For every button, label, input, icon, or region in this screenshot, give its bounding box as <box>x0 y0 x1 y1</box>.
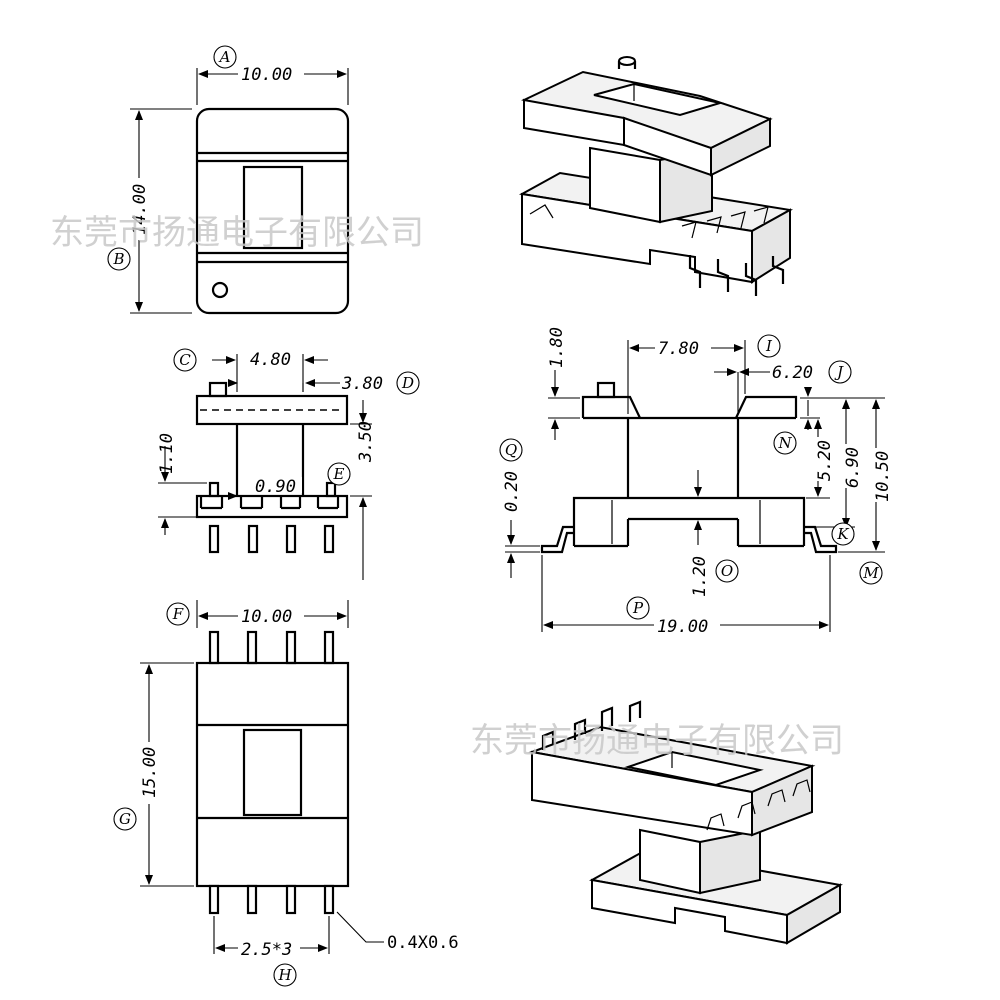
dim-6-90: 6.90 <box>843 447 863 488</box>
tag-c-letter: C <box>179 351 191 369</box>
dim-j: 6.20 <box>772 363 813 383</box>
tag-i: I <box>757 334 781 358</box>
tag-p: P <box>626 596 650 620</box>
dim-side-bottom: 0.90 <box>255 477 296 497</box>
tag-m: M <box>859 561 883 585</box>
tag-p-letter: P <box>632 599 644 617</box>
tag-c: C <box>173 348 197 372</box>
tag-e: E <box>327 462 351 486</box>
tag-i-letter: I <box>765 337 773 355</box>
tag-m-letter: M <box>862 564 879 582</box>
dim-top-width: 10.00 <box>241 65 292 85</box>
dim-pitch: 2.5*3 <box>241 940 292 960</box>
watermark-top: 东莞市扬通电子有限公司 <box>50 213 424 253</box>
tag-f: F <box>166 602 190 626</box>
tag-k-letter: K <box>836 525 849 543</box>
dim-q: 0.20 <box>502 471 522 512</box>
tag-j: J <box>828 360 852 384</box>
tag-n: N <box>773 431 797 455</box>
dim-o: 1.20 <box>690 556 710 597</box>
tag-b-letter: B <box>112 250 124 268</box>
tag-o-letter: O <box>721 562 733 580</box>
dim-bottom-width: 10.00 <box>241 607 292 627</box>
tag-b: B <box>107 247 131 271</box>
pin-size-note: 0.4X0.6 <box>387 933 459 953</box>
isometric-view-bottom <box>528 700 843 945</box>
tag-o: O <box>715 559 739 583</box>
dim-d: 3.80 <box>341 374 383 394</box>
dim-i: 7.80 <box>658 339 699 359</box>
bottom-view <box>140 600 384 954</box>
isometric-view-top <box>518 56 794 296</box>
top-view <box>130 68 350 315</box>
dim-p: 19.00 <box>657 617 708 637</box>
pin1-mark-icon <box>211 281 229 299</box>
tag-a: A <box>213 45 237 69</box>
tag-q: Q <box>499 438 523 462</box>
tag-a-letter: A <box>218 48 231 66</box>
dim-top-height: 14.00 <box>130 184 150 235</box>
tag-q-letter: Q <box>505 441 517 459</box>
dim-c: 4.80 <box>250 350 291 370</box>
tag-e-letter: E <box>333 465 345 483</box>
dim-n: 5.20 <box>815 440 835 481</box>
tag-h: H <box>273 963 297 987</box>
dim-10-50: 10.50 <box>873 451 893 502</box>
watermark-bottom: 东莞市扬通电子有限公司 <box>470 721 844 761</box>
tag-j-letter: J <box>834 363 844 381</box>
side-view <box>158 354 372 580</box>
dim-side-left: 1.10 <box>157 433 177 474</box>
tag-d: D <box>396 371 420 395</box>
tag-g-letter: G <box>119 810 131 828</box>
tag-n-letter: N <box>777 434 792 452</box>
tag-h-letter: H <box>277 966 292 984</box>
tag-f-letter: F <box>172 605 184 623</box>
dim-e: 3.50 <box>356 421 376 463</box>
tag-g: G <box>113 807 137 831</box>
tag-d-letter: D <box>401 374 414 392</box>
front-view <box>505 340 885 632</box>
dim-front-top-left: 1.80 <box>547 327 567 368</box>
tag-k: K <box>831 522 855 546</box>
dim-bottom-height: 15.00 <box>140 747 160 798</box>
